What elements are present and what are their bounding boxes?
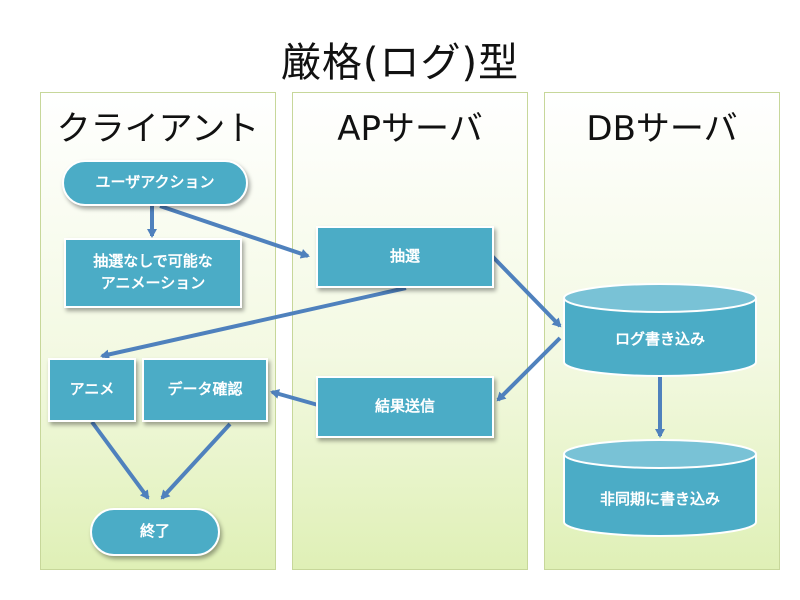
- lane-title-ap-server: APサーバ: [337, 109, 483, 149]
- arrow-lottery-to-log: [490, 254, 562, 328]
- send-result-node: 結果送信: [316, 376, 494, 438]
- lane-title-db-server: DBサーバ: [586, 109, 738, 149]
- arrow-anime-to-end: [90, 420, 150, 500]
- arrow-log-to-result: [496, 336, 562, 402]
- end-node: 終了: [90, 508, 220, 556]
- anime-node: アニメ: [48, 358, 136, 422]
- arrow-user-to-lottery: [159, 204, 310, 259]
- lane-ap-server: APサーバ: [292, 92, 528, 570]
- async-write-label: 非同期に書き込み: [599, 490, 720, 508]
- anime-label: アニメ: [69, 380, 115, 399]
- log-write-cylinder: ログ書き込み: [562, 282, 758, 378]
- anim-without-lottery-label: 抽選なしで可能な アニメーション: [93, 252, 213, 292]
- user-action-label: ユーザアクション: [95, 173, 215, 192]
- arrow-datacheck-to-end: [160, 422, 232, 500]
- async-write-cylinder: 非同期に書き込み: [562, 438, 758, 538]
- data-check-label: データ確認: [167, 380, 243, 399]
- log-write-cylinder-shape: [563, 283, 757, 377]
- data-check-node: データ確認: [142, 358, 268, 422]
- send-result-label: 結果送信: [374, 397, 435, 416]
- lane-title-client: クライアント: [56, 109, 260, 149]
- anim-without-lottery-node: 抽選なしで可能な アニメーション: [64, 238, 242, 308]
- lottery-node: 抽選: [316, 226, 494, 288]
- log-write-label: ログ書き込み: [614, 330, 705, 348]
- user-action-node: ユーザアクション: [62, 160, 248, 206]
- arrow-lottery-to-anime: [100, 286, 407, 360]
- async-write-cylinder-shape: [563, 439, 757, 537]
- end-label: 終了: [139, 522, 170, 541]
- lottery-label: 抽選: [389, 247, 420, 266]
- arrow-result-to-datacheck: [270, 389, 319, 407]
- page-title: 厳格(ログ)型: [280, 40, 520, 86]
